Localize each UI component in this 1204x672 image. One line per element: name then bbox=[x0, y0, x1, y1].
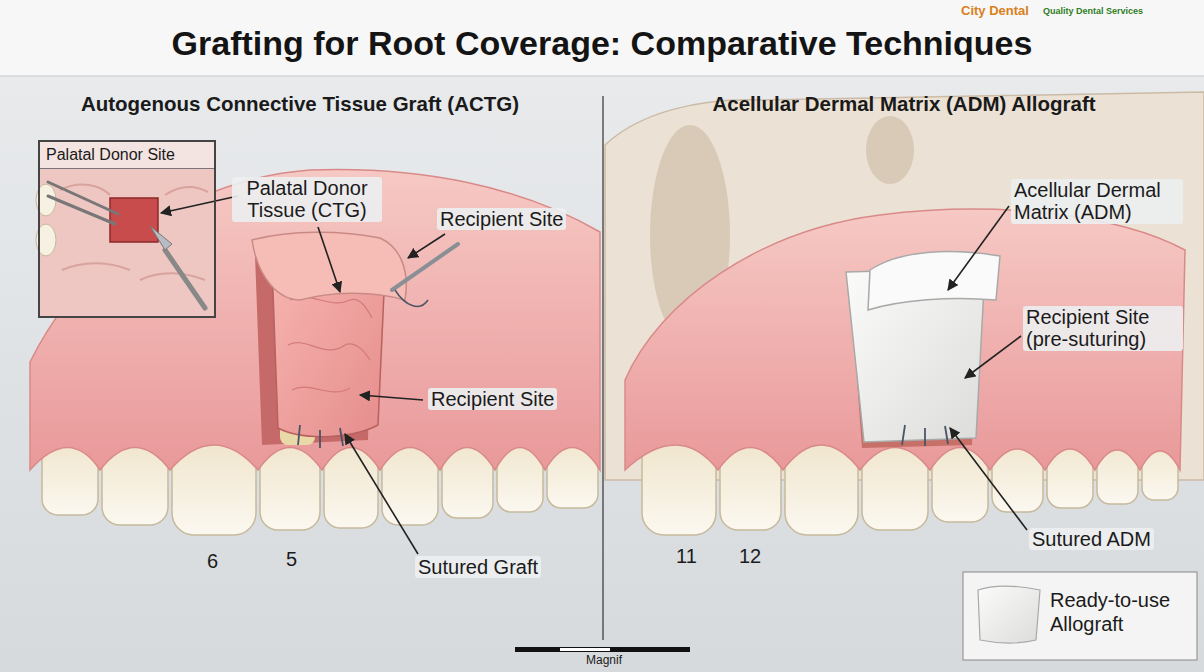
scale-label: Magnif bbox=[583, 654, 625, 667]
inset-box: Palatal Donor Site bbox=[38, 140, 216, 318]
ruga bbox=[165, 187, 208, 195]
palate bbox=[38, 140, 216, 318]
callout-label: Sutured ADM bbox=[1029, 528, 1154, 550]
bone-recess bbox=[866, 116, 914, 184]
title-bar bbox=[0, 0, 1204, 76]
suture bbox=[340, 428, 343, 446]
tooth-number: 11 bbox=[673, 545, 700, 567]
callout-label: Recipient Site bbox=[428, 388, 557, 410]
ruga bbox=[140, 273, 205, 280]
suture-needle bbox=[392, 244, 458, 290]
tooth-number: 12 bbox=[736, 545, 764, 567]
callout-label: Acellular Dermal Matrix (ADM) bbox=[1011, 179, 1183, 224]
suture bbox=[298, 425, 300, 445]
leader-line bbox=[965, 336, 1021, 378]
tooth-number: 6 bbox=[204, 550, 221, 572]
suture bbox=[319, 430, 321, 448]
suture bbox=[902, 425, 905, 445]
sutures bbox=[298, 425, 343, 448]
suture bbox=[924, 428, 926, 446]
leader-line bbox=[360, 395, 423, 400]
legend-box bbox=[963, 572, 1197, 660]
inset-heading: Palatal Donor Site bbox=[40, 142, 214, 169]
donor-wound bbox=[110, 198, 158, 242]
skull-bone bbox=[605, 92, 1204, 480]
scalpel-blade bbox=[150, 226, 172, 250]
diagram-title: Grafting for Root Coverage: Comparative … bbox=[172, 10, 1033, 76]
forceps bbox=[48, 196, 115, 224]
allograft-icon bbox=[978, 586, 1040, 643]
title-rule bbox=[0, 76, 1204, 77]
graft-texture bbox=[288, 297, 372, 392]
leader-line bbox=[408, 234, 445, 258]
watermark-text: City Dental bbox=[958, 4, 1032, 19]
matrix-fold bbox=[868, 252, 1000, 310]
panel-region: Acellular Dermal Matrix (ADM) Allograft bbox=[604, 78, 1204, 672]
palate-inset bbox=[36, 140, 216, 318]
gingiva bbox=[30, 170, 600, 470]
graft-texture bbox=[290, 297, 372, 318]
tooth-number: 5 bbox=[283, 548, 300, 570]
gingiva bbox=[625, 209, 1185, 470]
leader-line bbox=[161, 196, 238, 213]
suture-thread bbox=[395, 290, 428, 306]
graft-texture bbox=[288, 343, 370, 360]
leader-line bbox=[318, 227, 340, 292]
panel-divider bbox=[602, 96, 604, 640]
tissue-flap bbox=[252, 232, 406, 300]
callout-label: Palatal Donor Tissue (CTG) bbox=[232, 177, 382, 222]
scalpel bbox=[165, 250, 205, 308]
leader-lines bbox=[161, 196, 1027, 554]
callout-label: Recipient Site (pre-suturing) bbox=[1023, 306, 1183, 351]
callout-label: Recipient Site bbox=[437, 208, 566, 230]
leader-line bbox=[948, 206, 1009, 290]
scale-bar bbox=[515, 647, 690, 652]
maxilla bbox=[605, 92, 1204, 480]
suture bbox=[945, 426, 948, 444]
leader-line bbox=[345, 434, 418, 554]
panel-heading: Autogenous Connective Tissue Graft (ACTG… bbox=[0, 78, 600, 116]
watermark-text: Quality Dental Services bbox=[1040, 6, 1146, 16]
background bbox=[0, 76, 1204, 672]
graft-texture bbox=[292, 387, 350, 392]
sutures bbox=[902, 425, 948, 446]
scale-segment bbox=[560, 648, 610, 651]
panel-heading: Acellular Dermal Matrix (ADM) Allograft bbox=[604, 78, 1204, 116]
leader-line bbox=[950, 428, 1027, 530]
legend-text: Ready-to-use Allograft bbox=[1050, 588, 1192, 636]
scale-bar bbox=[515, 647, 690, 652]
panel-region: Autogenous Connective Tissue Graft (ACTG… bbox=[0, 78, 600, 672]
callout-label: Sutured Graft bbox=[415, 556, 541, 578]
ruga bbox=[62, 263, 130, 270]
